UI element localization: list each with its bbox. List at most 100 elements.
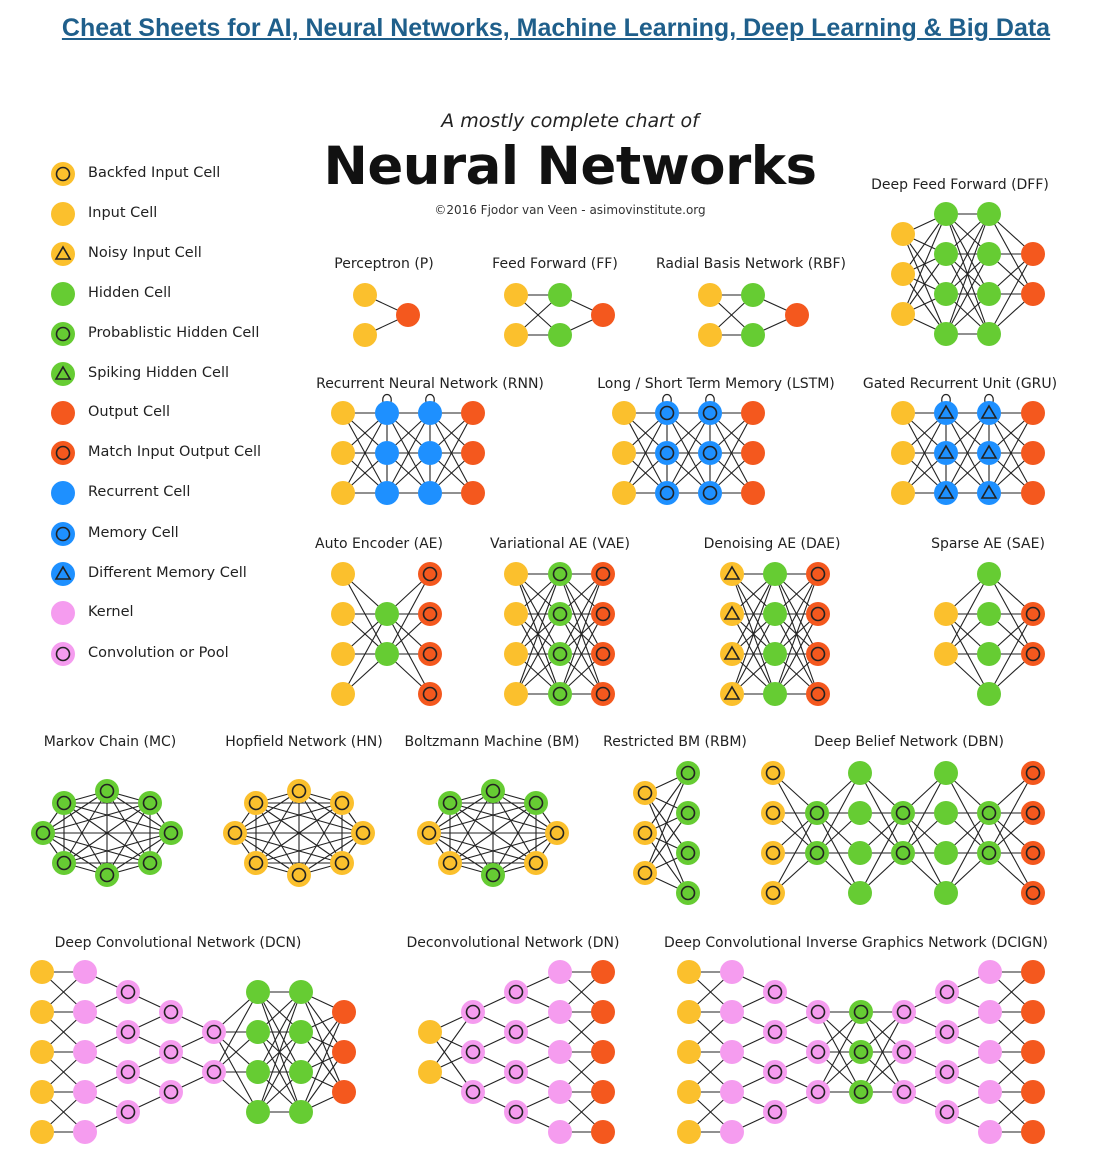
connection-line (817, 1011, 862, 1093)
neuron-node (591, 642, 615, 666)
neuron-node (934, 322, 958, 346)
connection-line (234, 832, 343, 864)
neuron-node (202, 1020, 226, 1044)
neuron-node (504, 642, 528, 666)
neuron-node (461, 1040, 485, 1064)
connection-line (234, 802, 343, 834)
connection-line (945, 213, 990, 295)
neuron-node (375, 401, 399, 425)
neuron-node (891, 302, 915, 326)
legend-item: Memory Cell (48, 520, 308, 548)
neuron-node (418, 441, 442, 465)
neuron-node (461, 401, 485, 425)
neuron-node (977, 202, 1001, 226)
connection-line (428, 832, 494, 876)
legend-item: Convolution or Pool (48, 640, 308, 668)
neuron-node (806, 1040, 830, 1064)
connection-line (988, 253, 1034, 335)
neuron-node (848, 761, 872, 785)
network-label-rnn: Recurrent Neural Network (RNN) (316, 376, 544, 392)
connection-line (386, 412, 431, 494)
neuron-node (892, 1080, 916, 1104)
connection-line (644, 812, 689, 874)
connection-line (559, 613, 604, 695)
connection-line (342, 613, 388, 695)
legend-item: Spiking Hidden Cell (48, 360, 308, 388)
neuron-node (720, 562, 744, 586)
neuron-node (741, 481, 765, 505)
legend-label: Convolution or Pool (88, 645, 229, 661)
neuron-node (202, 1060, 226, 1084)
neuron-node (977, 401, 1001, 425)
connection-line (449, 802, 558, 834)
legend-item: Kernel (48, 599, 308, 627)
neuron-node (461, 1080, 485, 1104)
neuron-node (934, 242, 958, 266)
connection-line (945, 573, 990, 655)
neuron-node (848, 801, 872, 825)
connection-line (666, 412, 711, 494)
connection-line (255, 802, 343, 864)
neuron-node (612, 441, 636, 465)
neuron-node (741, 441, 765, 465)
neuron-node (1021, 602, 1045, 626)
neuron-node (761, 801, 785, 825)
neuron-node (375, 642, 399, 666)
neuron-node (977, 682, 1001, 706)
connection-line (106, 790, 172, 834)
network-label-dcign: Deep Convolutional Inverse Graphics Netw… (663, 935, 1049, 951)
neuron-node (73, 1000, 97, 1024)
neuron-node (1021, 881, 1045, 905)
connection-line (644, 772, 689, 834)
connection-line (428, 790, 494, 834)
neuron-node (612, 401, 636, 425)
neuron-node (73, 1080, 97, 1104)
neuron-node (331, 642, 355, 666)
chart-title: Neural Networks (323, 136, 818, 197)
neuron-node (159, 1000, 183, 1024)
legend-label: Spiking Hidden Cell (88, 365, 230, 381)
input-cell-icon (51, 202, 75, 226)
neuron-node (891, 481, 915, 505)
connection-line (63, 802, 151, 864)
neuron-node (934, 401, 958, 425)
neuron-node (655, 401, 679, 425)
neuron-node (677, 1080, 701, 1104)
neuron-node (591, 562, 615, 586)
connection-line (559, 573, 604, 695)
neuron-node (934, 642, 958, 666)
network-label-ae: Auto Encoder (AE) (315, 536, 443, 552)
neuron-node (1021, 1120, 1045, 1144)
neuron-node (698, 441, 722, 465)
neuron-node (1021, 960, 1045, 984)
convolution-or-pool-icon (51, 642, 75, 666)
neuron-node (504, 323, 528, 347)
connection-line (449, 802, 537, 864)
neuron-node (655, 481, 679, 505)
network-label-dae: Denoising AE (DAE) (703, 536, 841, 552)
neuron-node (548, 283, 572, 307)
connection-line (300, 1051, 345, 1113)
match-input-output-cell-icon (51, 441, 75, 465)
connection-line (42, 832, 108, 876)
neuron-node (849, 1040, 873, 1064)
neuron-node (244, 851, 268, 875)
neuron-node (698, 401, 722, 425)
neuron-node (504, 1100, 528, 1124)
self-loop (662, 393, 672, 403)
connection-line (255, 802, 300, 876)
neuron-node (934, 441, 958, 465)
neuron-node (52, 851, 76, 875)
neuron-node (73, 1120, 97, 1144)
neuron-node (720, 960, 744, 984)
neuron-node (30, 1000, 54, 1024)
connection-line (492, 832, 558, 876)
cheat-sheets-link[interactable]: Cheat Sheets for AI, Neural Networks, Ma… (61, 14, 1051, 42)
connection-line (300, 1011, 345, 1073)
legend-label: Memory Cell (88, 525, 179, 541)
neuron-node (116, 1060, 140, 1084)
legend-label: Match Input Output Cell (88, 444, 262, 460)
neuron-node (805, 841, 829, 865)
neuron-node (418, 481, 442, 505)
